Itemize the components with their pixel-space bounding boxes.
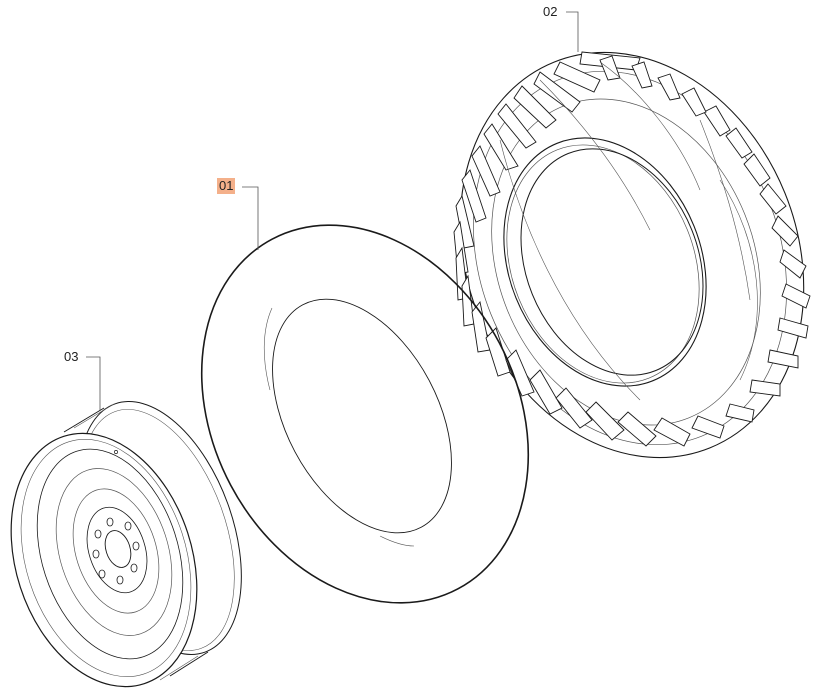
- tube-shading-arc-2: [379, 535, 415, 547]
- tyre-tread-lugs: [453, 51, 811, 447]
- callout-label-02[interactable]: 02: [543, 4, 558, 19]
- wheel-rim-part[interactable]: [0, 379, 273, 693]
- rim-stud-holes: [92, 517, 140, 585]
- tyre-part[interactable]: [401, 0, 821, 509]
- tyre-bead-mid: [506, 144, 700, 384]
- stud-hole: [116, 575, 124, 585]
- callout-label-01[interactable]: 01: [217, 178, 236, 194]
- stud-hole: [124, 521, 132, 531]
- stud-hole: [132, 541, 140, 551]
- leader-line-01: [242, 186, 259, 250]
- valve-hole: [114, 450, 118, 454]
- inner-tube-part[interactable]: [138, 168, 592, 660]
- tube-outer-edge: [200, 224, 530, 604]
- rim-front-flange: [10, 432, 198, 688]
- rim-disc-outer: [55, 468, 173, 636]
- rim-hub-ring: [86, 506, 148, 594]
- tyre-sidewall-line: [491, 98, 761, 426]
- rim-barrel-bottom-2: [159, 655, 199, 681]
- tyre-bead-outer: [503, 137, 707, 387]
- rim-barrel-bottom: [169, 651, 209, 677]
- rim-front-flange-2: [20, 439, 192, 677]
- rim-barrel-top: [63, 407, 105, 433]
- rim-disc-mid: [72, 488, 160, 614]
- tyre-lug-ridges: [499, 61, 758, 401]
- leader-line-03: [86, 356, 101, 410]
- tyre-bead-inner: [520, 148, 704, 376]
- callout-label-03[interactable]: 03: [64, 349, 79, 364]
- leader-lines: [86, 11, 579, 410]
- stud-hole: [130, 563, 138, 573]
- rim-barrel-top-2: [73, 403, 115, 429]
- tube-shading-arc: [263, 307, 273, 391]
- stud-hole: [106, 517, 114, 527]
- leader-line-02: [566, 11, 579, 52]
- stud-hole: [94, 529, 102, 539]
- stud-hole: [98, 569, 106, 579]
- tube-inner-edge: [272, 298, 452, 534]
- rim-well: [36, 448, 184, 660]
- stud-hole: [92, 549, 100, 559]
- rim-centre-bore: [104, 530, 132, 568]
